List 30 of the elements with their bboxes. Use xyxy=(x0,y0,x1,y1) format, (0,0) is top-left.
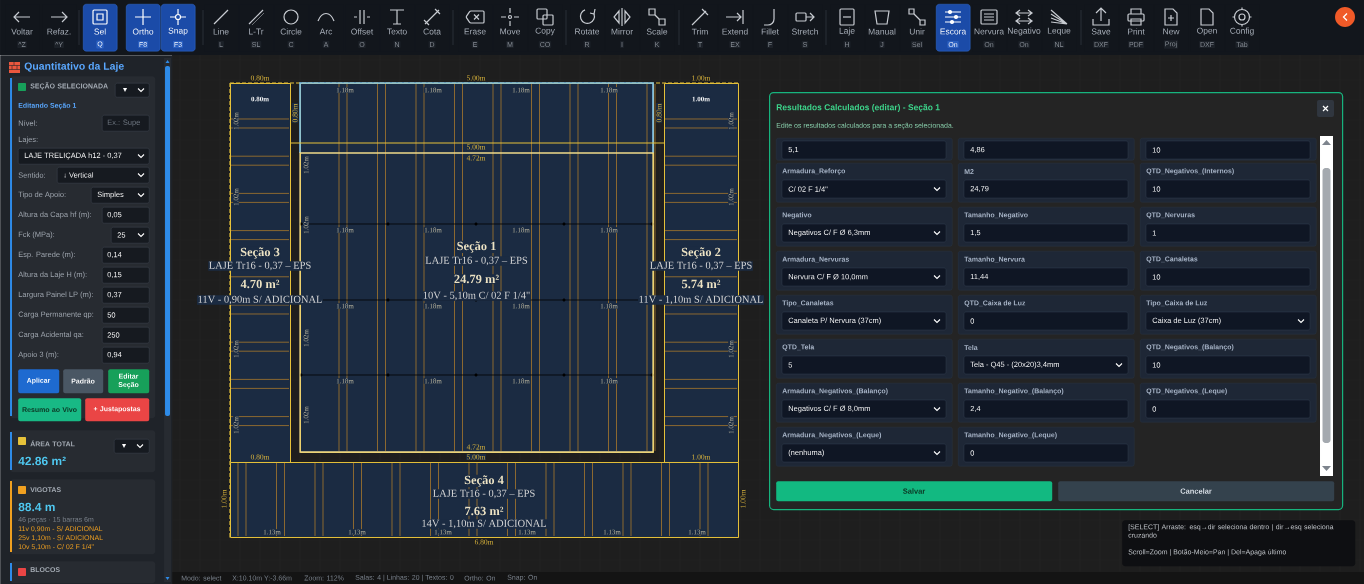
node-label: Circle xyxy=(280,28,302,35)
node-label: Voltar xyxy=(11,28,33,35)
node-label: Open xyxy=(1197,27,1217,36)
node-label: Stretch xyxy=(791,28,818,35)
node-label: Line xyxy=(213,28,229,35)
node-label: Arc xyxy=(319,28,333,35)
node-label: Erase xyxy=(464,28,486,35)
node-label: Nervura xyxy=(974,28,1005,35)
node-label: Print xyxy=(1127,28,1145,35)
node-label: Manual xyxy=(868,28,896,35)
node-label: Negativo xyxy=(1007,27,1041,36)
node-label: Scale xyxy=(646,28,668,35)
node-label: Extend xyxy=(722,28,748,35)
node-label: Offset xyxy=(351,28,374,35)
node-label: Rotate xyxy=(575,28,600,35)
node-label: Refaz. xyxy=(47,28,71,35)
node-label: Move xyxy=(500,28,520,35)
node-label: L-Tr xyxy=(249,28,264,35)
node-label: Fillet xyxy=(761,28,779,35)
node-label: Laje xyxy=(839,27,855,36)
node-label: Texto xyxy=(387,28,407,35)
node-label: Trim xyxy=(691,28,708,35)
node-label: New xyxy=(1163,28,1180,35)
node-label: Config xyxy=(1230,27,1254,36)
node-label: Mirror xyxy=(611,28,633,35)
node-label: Save xyxy=(1091,28,1111,35)
node-label: Unir xyxy=(909,28,925,35)
node-label: Copy xyxy=(535,27,555,36)
node-label: Leque xyxy=(1047,27,1071,36)
node-label: Cota xyxy=(423,28,441,35)
